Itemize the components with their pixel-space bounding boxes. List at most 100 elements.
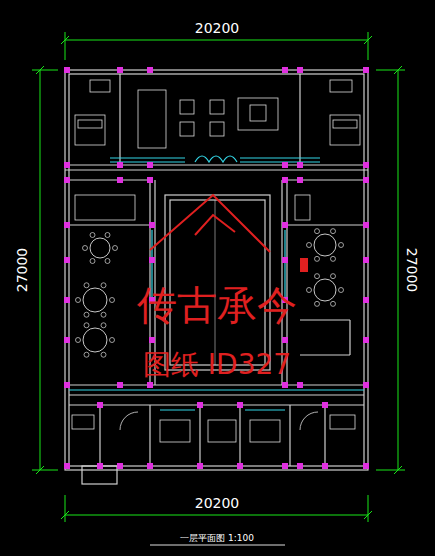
chair: [113, 246, 118, 251]
chair: [101, 323, 106, 328]
chair: [101, 352, 106, 357]
columns: [64, 67, 369, 469]
chair: [105, 258, 110, 263]
column: [282, 382, 288, 388]
dimension-text: 20200: [195, 496, 240, 510]
chair: [90, 233, 95, 238]
column: [97, 402, 103, 408]
column: [64, 382, 70, 388]
chair: [331, 301, 336, 306]
column: [322, 402, 328, 408]
column: [117, 162, 123, 168]
column: [363, 337, 369, 343]
column: [297, 67, 303, 73]
column: [363, 222, 369, 228]
watermark-id: 图纸 ID327: [143, 351, 291, 379]
column: [64, 177, 70, 183]
column: [197, 463, 203, 469]
column: [147, 463, 153, 469]
column: [363, 382, 369, 388]
chair: [307, 288, 312, 293]
column: [64, 257, 70, 263]
column: [64, 297, 70, 303]
chair: [101, 283, 106, 288]
windows: [69, 156, 364, 410]
column: [64, 337, 70, 343]
column: [282, 177, 288, 183]
column: [147, 382, 153, 388]
column: [149, 222, 155, 228]
chair: [315, 274, 320, 279]
column: [363, 177, 369, 183]
chair: [84, 283, 89, 288]
furniture: [72, 80, 360, 442]
chair: [84, 312, 89, 317]
column: [363, 297, 369, 303]
column: [297, 177, 303, 183]
column: [297, 382, 303, 388]
chairs: [76, 229, 344, 358]
caption-underline: [150, 545, 285, 546]
chair: [315, 301, 320, 306]
column: [282, 162, 288, 168]
column: [149, 257, 155, 263]
column: [297, 162, 303, 168]
column: [147, 177, 153, 183]
column: [363, 162, 369, 168]
column: [282, 257, 288, 263]
column: [282, 67, 288, 73]
chair: [339, 288, 344, 293]
column: [363, 463, 369, 469]
caption: 一层平面图 1:100: [180, 534, 254, 543]
column: [363, 257, 369, 263]
column: [147, 67, 153, 73]
column: [117, 177, 123, 183]
column: [363, 67, 369, 73]
dimension-text: 27000: [405, 248, 419, 293]
dimension-lines: [32, 32, 405, 522]
chair: [76, 298, 81, 303]
dimension-text: 20200: [195, 21, 240, 35]
chair: [76, 338, 81, 343]
chair: [331, 274, 336, 279]
column: [197, 402, 203, 408]
round-tables: [83, 234, 336, 352]
chair: [315, 256, 320, 261]
column: [117, 382, 123, 388]
chair: [331, 229, 336, 234]
dimension-text: 27000: [15, 248, 29, 293]
column: [282, 463, 288, 469]
chair: [84, 352, 89, 357]
chair: [307, 243, 312, 248]
column: [64, 463, 70, 469]
chair: [331, 256, 336, 261]
column: [149, 337, 155, 343]
chair: [315, 229, 320, 234]
column: [64, 67, 70, 73]
walls: [65, 70, 368, 484]
chair: [105, 233, 110, 238]
chair: [90, 258, 95, 263]
chair: [110, 298, 115, 303]
column: [97, 463, 103, 469]
watermark-mark: [300, 258, 308, 272]
column: [282, 337, 288, 343]
chair: [84, 323, 89, 328]
column: [237, 402, 243, 408]
chair: [339, 243, 344, 248]
column: [297, 463, 303, 469]
column: [282, 222, 288, 228]
column: [117, 463, 123, 469]
column: [117, 67, 123, 73]
chair: [101, 312, 106, 317]
column: [64, 222, 70, 228]
column: [147, 162, 153, 168]
chair: [110, 338, 115, 343]
column: [64, 162, 70, 168]
column: [322, 463, 328, 469]
watermark-roof: [150, 195, 270, 252]
column: [237, 463, 243, 469]
watermark-text: 传古承今: [137, 285, 297, 325]
chair: [83, 246, 88, 251]
